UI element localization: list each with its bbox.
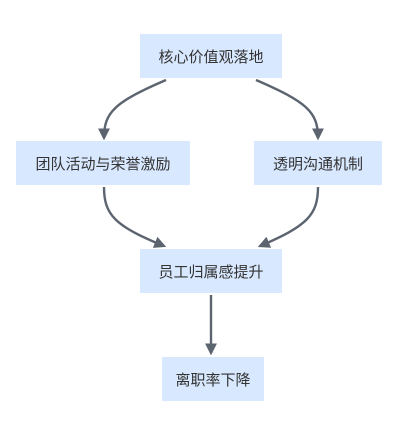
node-transparent-communication: 透明沟通机制 <box>254 141 382 185</box>
node-team-activities-honors: 团队活动与荣誉激励 <box>16 141 190 185</box>
edge-team-to-belonging <box>102 186 167 248</box>
node-employee-belonging: 员工归属感提升 <box>140 249 282 293</box>
edge-communication-to-belonging <box>257 186 320 248</box>
node-turnover-decline: 离职率下降 <box>162 357 264 401</box>
node-core-values: 核心价值观落地 <box>140 34 282 78</box>
edge-core-to-communication <box>255 78 324 141</box>
edge-core-to-team <box>98 78 167 141</box>
